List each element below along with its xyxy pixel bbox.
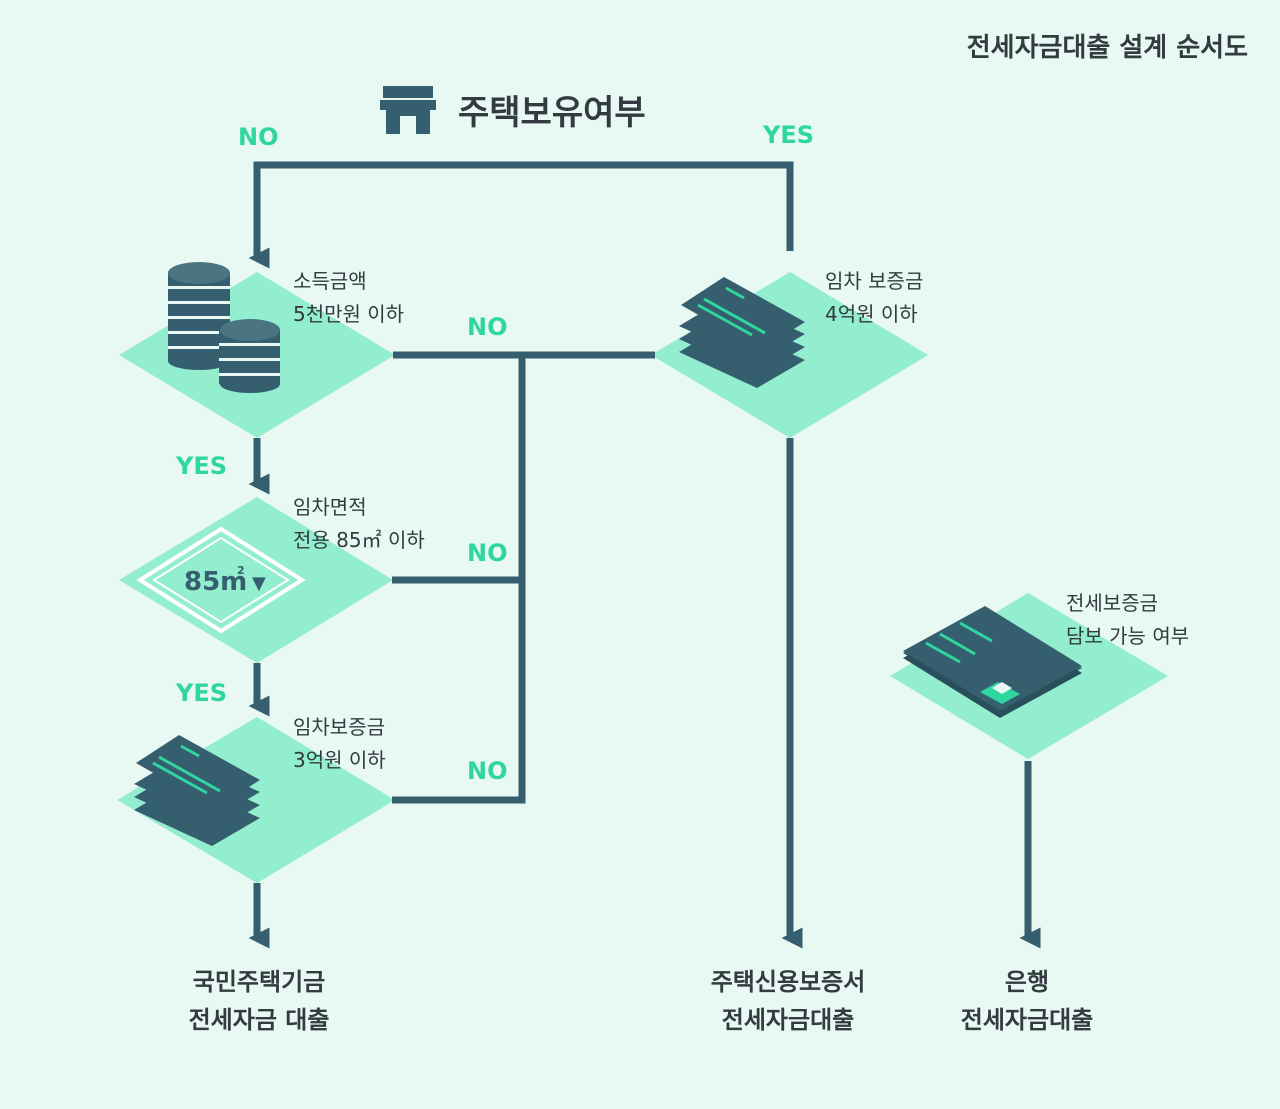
collateral-label-line1: 전세보증금 [1066,591,1158,615]
branch-label-deposit3-no: NO [467,757,508,785]
result-bank-line1: 은행 [1005,968,1049,996]
deposit3-label-line2: 3억원 이하 [293,748,386,772]
result-national-line1: 국민주택기금 [193,968,325,996]
document-stack-icon [134,735,260,846]
branch-label-area-yes: YES [175,679,227,707]
area-badge-sup: 2 [237,564,245,577]
coin-stack-icon [168,262,280,393]
chart-title: 전세자금대출 설계 순서도 [967,33,1248,63]
income-label-line1: 소득금액 [293,269,367,293]
area-badge-text: 85m [184,567,247,597]
connector-lines [248,161,1041,949]
branch-label-area-no: NO [467,539,508,567]
connector-header-loop [248,161,794,269]
branch-label-header-yes: YES [762,121,814,149]
deposit4-label-line2: 4억원 이하 [825,302,918,326]
document-stack-icon [679,277,805,388]
result-national-line2: 전세자금 대출 [189,1006,330,1034]
decision-diamond-deposit3 [117,717,395,883]
deposit3-label-line1: 임차보증금 [293,715,385,739]
income-label-line2: 5천만원 이하 [293,302,404,326]
branch-label-income-yes: YES [175,452,227,480]
connector-deposit3-no [392,355,526,804]
result-hug-line2: 전세자금대출 [722,1006,854,1034]
area-badge-arrow: ▼ [252,573,266,594]
branch-label-header-no: NO [238,123,279,151]
decision-diamond-area [119,497,393,663]
result-hug-line1: 주택신용보증서 [711,968,866,996]
branch-label-income-no: NO [467,313,508,341]
result-bank-line2: 전세자금대출 [961,1006,1093,1034]
area-label-line1: 임차면적 [293,495,367,519]
document-check-icon [903,606,1082,718]
collateral-label-line2: 담보 가능 여부 [1066,624,1189,648]
header-label: 주택보유여부 [458,93,646,133]
area-badge-icon: 85m 2 ▼ [136,526,306,634]
deposit4-label-line1: 임차 보증금 [825,269,923,293]
house-icon [380,86,436,134]
area-label-line2: 전용 85㎡ 이하 [293,528,425,552]
